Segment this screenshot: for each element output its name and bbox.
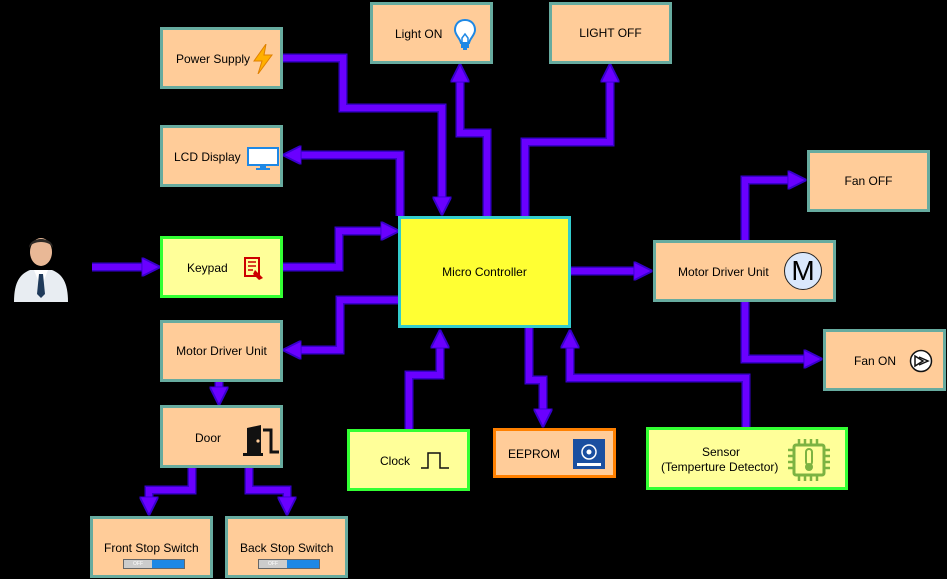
arrow-clock-to-mcu [404, 339, 445, 429]
door-icon [243, 425, 279, 456]
arrow-motor-to-fanoff [740, 175, 797, 240]
fan-on-box[interactable]: Fan ON [823, 329, 946, 391]
clock-box[interactable]: Clock [347, 429, 470, 491]
fan-off-label: Fan OFF [844, 173, 893, 188]
power-supply-label: Power Supply [176, 52, 251, 66]
keypad-label: Keypad [187, 261, 228, 275]
lightning-icon [253, 44, 273, 74]
eeprom-box[interactable]: EEPROM [493, 428, 616, 478]
fan-icon [909, 349, 933, 373]
clock-label: Clock [380, 454, 411, 468]
micro-controller-box[interactable]: Micro Controller [398, 216, 571, 328]
toggle-switch[interactable]: OFF [258, 559, 320, 569]
motor-driver-left-box[interactable]: Motor Driver Unit [160, 320, 283, 382]
toggle-off-label: OFF [133, 561, 143, 567]
lcd-display-label: LCD Display [174, 150, 241, 164]
light-on-label: Light ON [395, 27, 443, 41]
power-supply-box[interactable]: Power Supply [160, 27, 283, 89]
toggle-off-knob: OFF [259, 560, 287, 568]
front-stop-switch-box[interactable]: Front Stop Switch OFF [90, 516, 213, 578]
lcd-display-box[interactable]: LCD Display [160, 125, 283, 187]
arrow-mcu-to-lcd [292, 150, 405, 216]
memory-chip-icon [573, 439, 605, 469]
person-icon [14, 238, 68, 302]
motor-driver-right-box[interactable]: Motor Driver Unit M [653, 240, 836, 302]
lightbulb-icon [453, 18, 477, 50]
motor-letter: M [791, 255, 815, 286]
arrow-sensor-to-mcu [565, 339, 751, 428]
toggle-off-knob: OFF [124, 560, 152, 568]
back-stop-switch-label: Back Stop Switch [240, 541, 334, 555]
arrow-mcu-to-lighton [455, 73, 492, 216]
keypad-icon [244, 257, 263, 280]
square-wave-icon [421, 452, 449, 469]
keypad-box[interactable]: Keypad [160, 236, 283, 298]
motor-driver-right-label: Motor Driver Unit [678, 265, 769, 279]
motor-icon: M [784, 252, 822, 290]
micro-controller-label: Micro Controller [442, 264, 527, 279]
back-stop-switch-box[interactable]: Back Stop Switch OFF [225, 516, 348, 578]
door-label: Door [195, 431, 222, 445]
sensor-box[interactable]: Sensor (Temperture Detector) [646, 427, 848, 490]
light-off-box[interactable]: LIGHT OFF [549, 2, 672, 64]
arrow-mcu-to-motor-left [292, 295, 405, 355]
front-stop-switch-label: Front Stop Switch [104, 541, 199, 555]
monitor-icon [247, 147, 279, 170]
motor-driver-left-label: Motor Driver Unit [176, 343, 267, 358]
arrow-motor-to-fanon [740, 302, 813, 364]
eeprom-label: EEPROM [508, 447, 561, 461]
thermometer-chip-icon [788, 439, 830, 481]
fan-on-label: Fan ON [854, 354, 897, 368]
light-on-box[interactable]: Light ON [370, 2, 493, 64]
light-off-label: LIGHT OFF [579, 25, 642, 40]
door-box[interactable]: Door [160, 405, 283, 468]
toggle-off-label: OFF [268, 561, 278, 567]
toggle-switch[interactable]: OFF [123, 559, 185, 569]
sensor-label-line2: (Temperture Detector) [661, 460, 779, 474]
sensor-label-line1: Sensor [702, 445, 741, 459]
fan-off-box[interactable]: Fan OFF [807, 150, 930, 212]
arrow-power-to-mcu [283, 53, 447, 206]
